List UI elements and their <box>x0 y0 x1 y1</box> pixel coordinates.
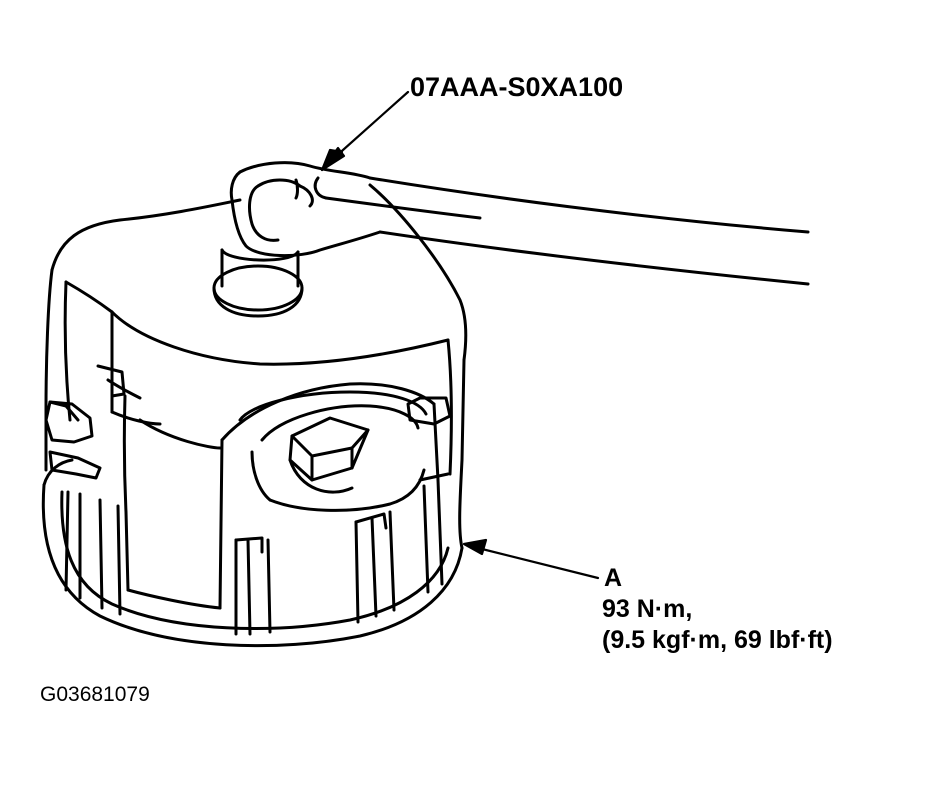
filter-hex-nut <box>290 418 368 492</box>
figure-id: G03681079 <box>40 683 150 706</box>
tool-part-number-label: 07AAA-S0XA100 <box>410 72 624 102</box>
leader-arrow-tool <box>322 92 408 170</box>
filter-base-ring <box>43 460 462 646</box>
leader-arrow-a <box>464 540 598 578</box>
drive-boss <box>214 250 302 316</box>
wrench-handle <box>231 163 808 284</box>
torque-spec-secondary: (9.5 kgf·m, 69 lbf·ft) <box>602 626 833 654</box>
torque-spec-primary: 93 N·m, <box>602 595 693 623</box>
callout-letter-a: A <box>604 564 623 592</box>
wrench-cap-body <box>46 185 466 608</box>
